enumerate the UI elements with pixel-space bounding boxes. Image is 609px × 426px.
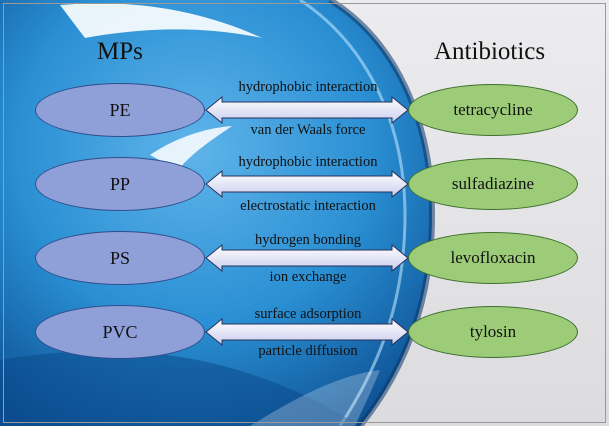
interaction-label-above: surface adsorption bbox=[254, 306, 362, 322]
heading-mps: MPs bbox=[97, 38, 143, 65]
antibiotic-ellipse-tetracycline: tetracycline bbox=[408, 84, 578, 136]
mp-ellipse-pvc: PVC bbox=[35, 305, 205, 359]
interaction-label-above: hydrophobic interaction bbox=[238, 79, 378, 95]
interaction-label-below: electrostatic interaction bbox=[240, 198, 376, 214]
interaction-label-below: particle diffusion bbox=[258, 343, 358, 359]
antibiotic-ellipse-levofloxacin: levofloxacin bbox=[408, 232, 578, 284]
interaction-label-above: hydrophobic interaction bbox=[238, 154, 378, 170]
heading-antibiotics: Antibiotics bbox=[434, 38, 546, 65]
antibiotic-ellipse-sulfadiazine: sulfadiazine bbox=[408, 158, 578, 210]
interaction-label-below: ion exchange bbox=[269, 269, 347, 285]
mp-ellipse-pe: PE bbox=[35, 83, 205, 137]
antibiotic-ellipse-tylosin: tylosin bbox=[408, 306, 578, 358]
interaction-label-above: hydrogen bonding bbox=[255, 232, 361, 248]
interaction-label-below: van der Waals force bbox=[250, 122, 366, 138]
mp-ellipse-ps: PS bbox=[35, 231, 205, 285]
mp-ellipse-pp: PP bbox=[35, 157, 205, 211]
